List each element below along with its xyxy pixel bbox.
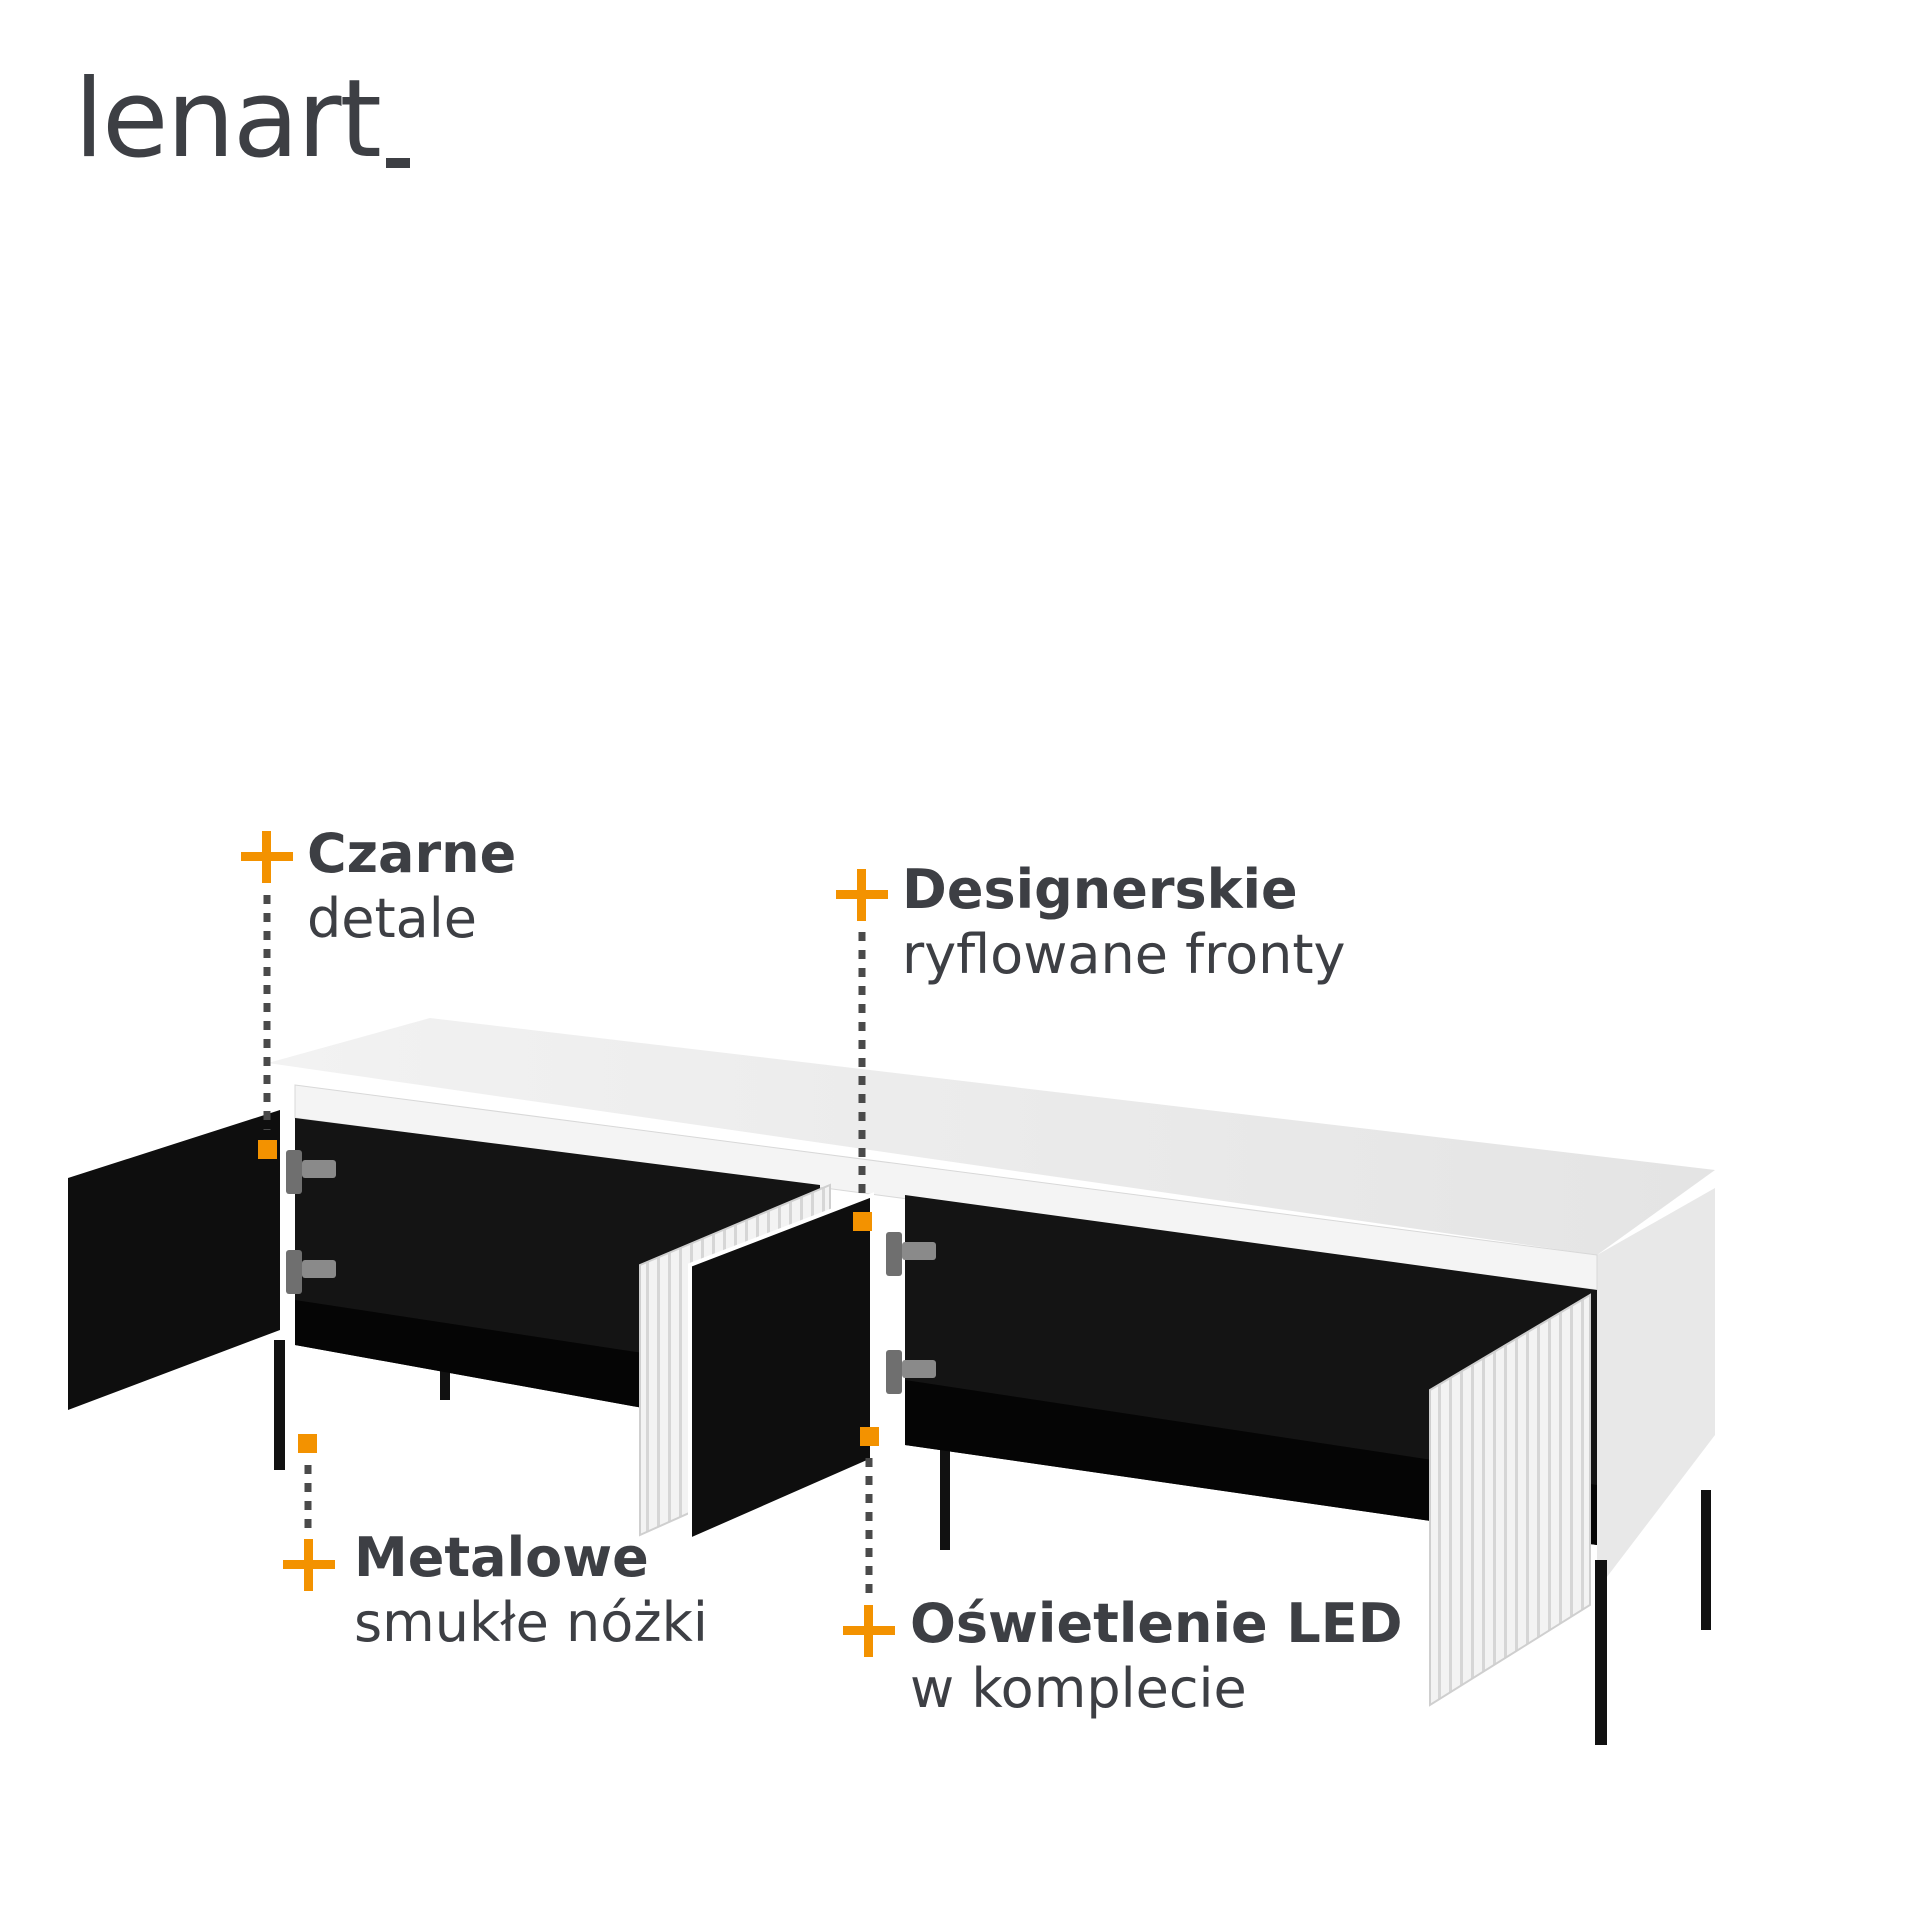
cabinet-legs-front bbox=[274, 1340, 1607, 1745]
plus-icon bbox=[843, 1605, 895, 1657]
cabinet-legs-back bbox=[440, 1360, 1711, 1630]
hinge-icons bbox=[286, 1150, 936, 1394]
right-compartment-shelf bbox=[905, 1380, 1597, 1545]
callout-title: Oświetlenie LED bbox=[910, 1592, 1403, 1655]
plus-icon bbox=[283, 1539, 335, 1591]
callout-subtitle: smukłe nóżki bbox=[354, 1590, 708, 1654]
left-door bbox=[68, 1110, 280, 1410]
cabinet-side-panel bbox=[1597, 1188, 1715, 1590]
callout-title: Designerskie bbox=[902, 858, 1298, 921]
plus-icon bbox=[836, 869, 888, 921]
callout-subtitle: detale bbox=[307, 886, 477, 950]
callout-black-details: Czarne detale bbox=[307, 822, 516, 952]
marker-square-icon bbox=[258, 1140, 277, 1159]
marker-square-icon bbox=[298, 1434, 317, 1453]
cabinet-top bbox=[268, 1018, 1715, 1255]
brand-logo-text: lenart bbox=[74, 57, 382, 182]
brand-logo-underscore bbox=[385, 158, 410, 168]
marker-square-icon bbox=[860, 1427, 879, 1446]
callout-title: Czarne bbox=[307, 822, 517, 885]
marker-square-icon bbox=[853, 1212, 872, 1231]
plus-icons bbox=[241, 831, 895, 1657]
callout-metal-legs: Metalowe smukłe nóżki bbox=[354, 1526, 708, 1656]
callout-title: Metalowe bbox=[354, 1526, 649, 1589]
callout-fluted-fronts: Designerskie ryflowane fronty bbox=[902, 858, 1346, 988]
marker-squares bbox=[258, 1140, 879, 1453]
dotted-leader-line bbox=[263, 895, 873, 1595]
callout-subtitle: ryflowane fronty bbox=[902, 922, 1346, 986]
brand-logo: lenart bbox=[74, 66, 410, 174]
fluted-door-right bbox=[1429, 1293, 1591, 1707]
callout-led-lighting: Oświetlenie LED w komplecie bbox=[910, 1592, 1403, 1722]
callout-subtitle: w komplecie bbox=[910, 1656, 1247, 1720]
plus-icon bbox=[241, 831, 293, 883]
